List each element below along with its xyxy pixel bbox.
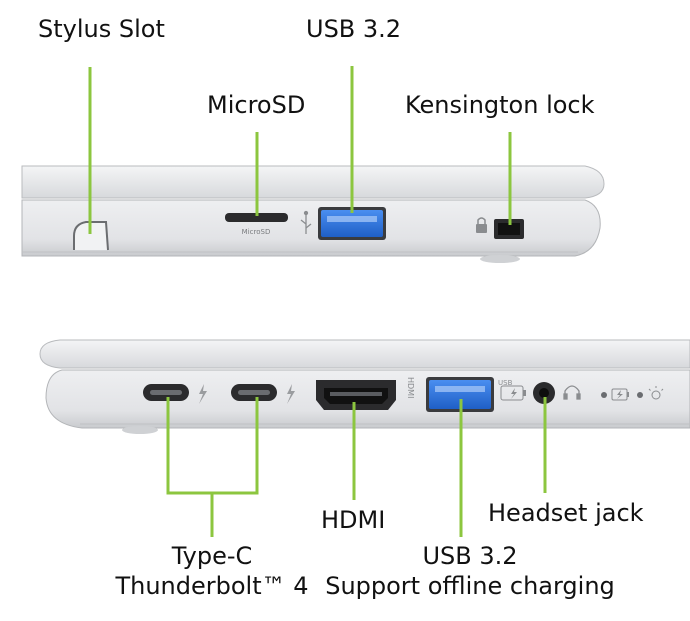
- hdmi-port-icon: [316, 380, 396, 410]
- label-microsd: MicroSD: [207, 91, 306, 119]
- label-usb-bottom: USB 3.2 Support offline charging: [320, 541, 620, 601]
- top-base: [21, 199, 601, 257]
- usb-c-port-icon: [143, 384, 189, 401]
- padlock-icon: [476, 217, 487, 233]
- usb-symbol-icon: [300, 210, 312, 234]
- label-typec-line2: Thunderbolt™ 4: [115, 572, 309, 600]
- battery-charge-led-icon: [601, 388, 629, 401]
- top-foot: [480, 255, 520, 263]
- bottom-foot: [122, 426, 158, 434]
- usb-a-port-icon: [318, 207, 386, 240]
- label-hdmi: HDMI: [321, 506, 386, 534]
- hdmi-engraving: HDMI: [406, 377, 415, 398]
- label-stylus-slot: Stylus Slot: [38, 15, 165, 43]
- label-typec-line1: Type-C: [171, 542, 253, 570]
- usb-c-port-icon: [231, 384, 277, 401]
- microsd-engraving: MicroSD: [242, 228, 271, 236]
- bottom-lid: [39, 339, 690, 369]
- bottom-laptop-side: HDMI USB: [39, 339, 690, 434]
- top-leader-lines: [88, 66, 512, 234]
- label-typec: Type-C Thunderbolt™ 4: [112, 541, 312, 601]
- thunderbolt-icon: [199, 384, 207, 404]
- label-usb-bottom-line2: Support offline charging: [325, 572, 615, 600]
- usb-charge-engraving: USB: [498, 379, 513, 387]
- top-lid: [21, 165, 605, 199]
- label-kensington: Kensington lock: [405, 91, 595, 119]
- kensington-slot-icon: [494, 219, 524, 239]
- stylus-slot-icon: [73, 221, 109, 251]
- headset-icon: [563, 385, 581, 400]
- usb-a-port-icon: [426, 377, 494, 412]
- thunderbolt-icon: [287, 384, 295, 404]
- headset-jack-icon: [533, 382, 555, 404]
- microsd-slot-icon: [225, 213, 288, 222]
- power-led-icon: [637, 386, 664, 400]
- label-headset: Headset jack: [488, 499, 644, 527]
- label-usb-bottom-line1: USB 3.2: [422, 542, 518, 570]
- usb-charge-icon: [500, 385, 526, 401]
- bottom-leader-lines: [166, 397, 547, 537]
- top-laptop-side: MicroSD: [21, 165, 605, 263]
- label-usb-top: USB 3.2: [306, 15, 402, 43]
